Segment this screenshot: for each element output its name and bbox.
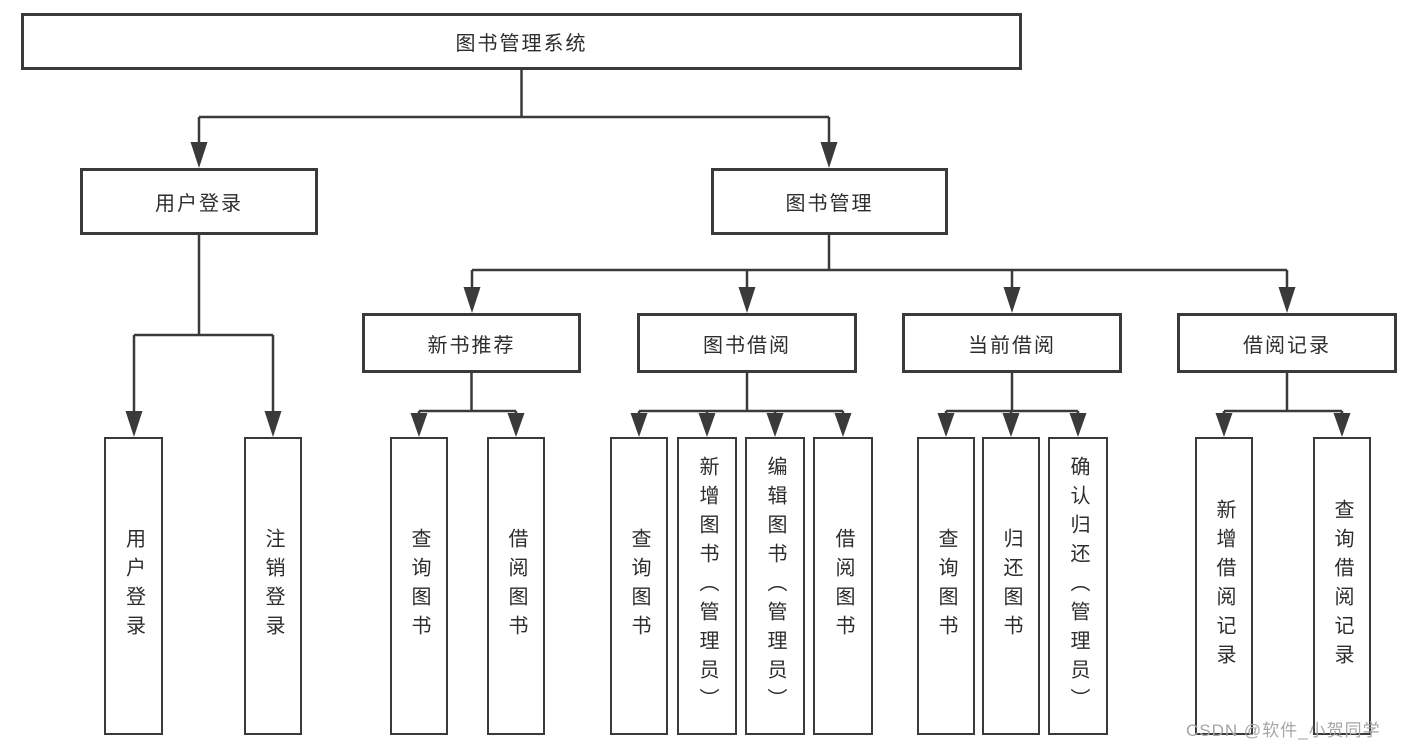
leaf-edit-book-admin: 编辑图书（管理员） — [745, 437, 805, 735]
node-label: 当前借阅 — [968, 334, 1056, 357]
leaf-label: 注销登录 — [262, 528, 284, 644]
leaf-label: 查询图书 — [935, 528, 957, 644]
node-current-borrowing: 当前借阅 — [902, 313, 1122, 373]
leaf-logout: 注销登录 — [244, 437, 302, 735]
node-label: 借阅记录 — [1243, 334, 1331, 357]
leaf-user-login: 用户登录 — [104, 437, 163, 735]
node-label: 新书推荐 — [427, 334, 516, 357]
leaf-label: 确认归还（管理员） — [1067, 455, 1089, 717]
leaf-add-book-admin: 新增图书（管理员） — [677, 437, 737, 735]
node-label: 用户登录 — [155, 193, 243, 215]
leaf-label: 查询借阅记录 — [1331, 499, 1353, 673]
leaf-query-book-borrowing: 查询图书 — [610, 437, 668, 735]
node-label: 图书管理 — [785, 193, 874, 215]
leaf-label: 查询图书 — [628, 528, 650, 644]
leaf-borrow-book-recommend: 借阅图书 — [487, 437, 545, 735]
leaf-add-borrow-record: 新增借阅记录 — [1195, 437, 1253, 735]
node-user-login: 用户登录 — [80, 168, 318, 235]
leaf-query-borrow-record: 查询借阅记录 — [1313, 437, 1371, 735]
leaf-label: 编辑图书（管理员） — [764, 455, 786, 717]
leaf-label: 查询图书 — [408, 528, 430, 644]
node-new-book-recommendation: 新书推荐 — [362, 313, 581, 373]
leaf-label: 新增借阅记录 — [1213, 499, 1235, 673]
leaf-return-book: 归还图书 — [982, 437, 1040, 735]
leaf-label: 归还图书 — [1000, 528, 1022, 644]
node-borrowing-records: 借阅记录 — [1177, 313, 1397, 373]
leaf-label: 用户登录 — [122, 528, 145, 644]
leaf-label: 借阅图书 — [505, 528, 527, 644]
root-node-label: 图书管理系统 — [455, 33, 588, 55]
leaf-query-book-current: 查询图书 — [917, 437, 975, 735]
leaf-query-book-recommend: 查询图书 — [390, 437, 448, 735]
leaf-borrow-book: 借阅图书 — [813, 437, 873, 735]
leaf-label: 新增图书（管理员） — [696, 455, 718, 717]
node-book-borrowing: 图书借阅 — [637, 313, 857, 373]
node-label: 图书借阅 — [703, 334, 791, 357]
root-node-library-management-system: 图书管理系统 — [21, 13, 1022, 70]
leaf-label: 借阅图书 — [832, 528, 854, 644]
leaf-confirm-return-admin: 确认归还（管理员） — [1048, 437, 1108, 735]
csdn-watermark: CSDN @软件_小贺同学 — [1186, 721, 1381, 740]
node-book-management: 图书管理 — [711, 168, 948, 235]
